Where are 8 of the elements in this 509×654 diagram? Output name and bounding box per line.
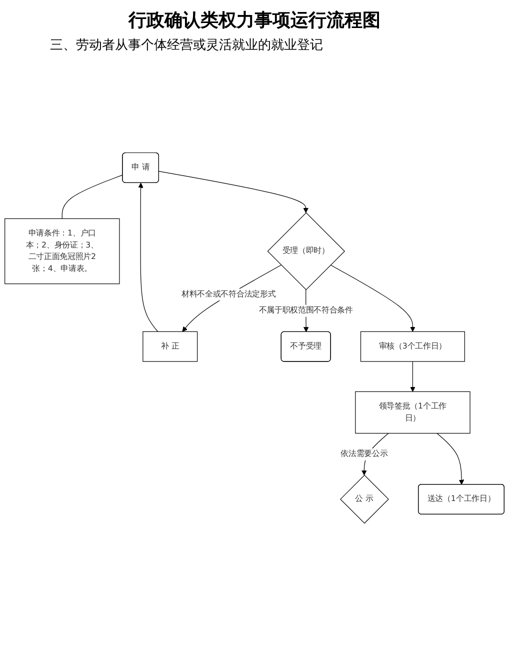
arrow [410,361,416,392]
arrow [436,432,464,485]
arrow [138,182,158,332]
arrow [330,264,416,332]
connector [62,174,124,219]
diagram-title: 行政确认类权力事项运行流程图 [127,9,382,32]
arrow [158,170,308,214]
subtitle: 三、劳动者从事个体经营或灵活就业的就业登记 [50,37,324,54]
